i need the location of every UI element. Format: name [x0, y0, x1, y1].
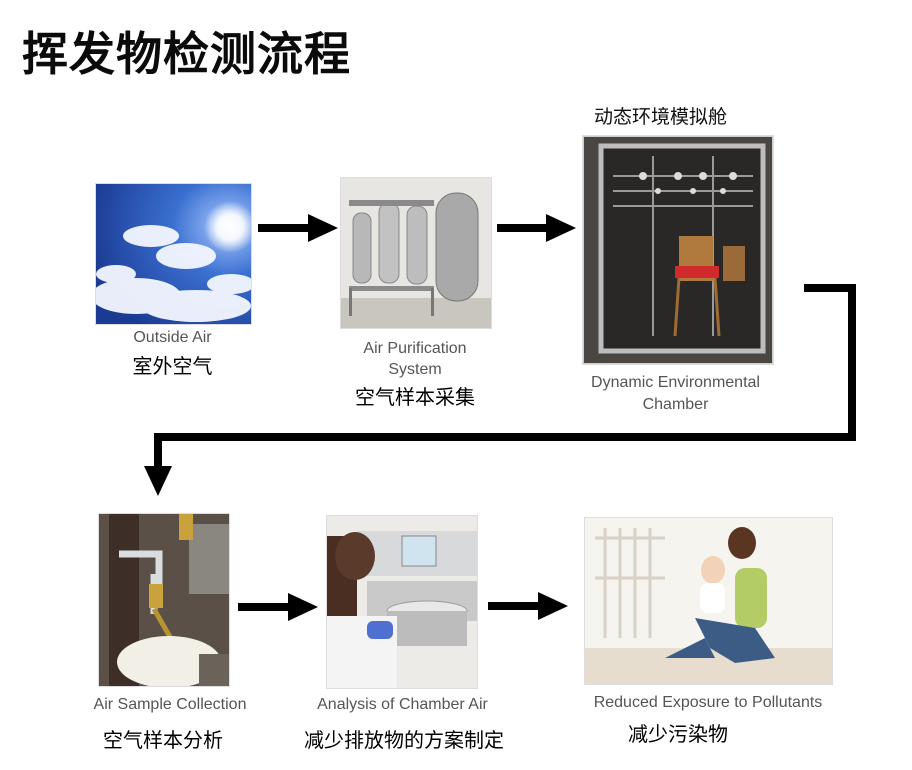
chamber-photo	[582, 135, 774, 365]
step-4-en-label: Air Sample Collection	[93, 696, 247, 713]
sun-icon	[204, 201, 251, 253]
arrow-right-icon	[258, 214, 338, 242]
arrow-right-icon	[488, 592, 568, 620]
step-6-zh-label: 减少污染物	[628, 722, 728, 746]
air-sample-collection-photo	[98, 513, 230, 687]
step-4-zh-label: 空气样本分析	[103, 728, 223, 752]
outside-air-photo	[95, 183, 252, 325]
page-title: 挥发物检测流程	[22, 27, 351, 81]
step-3-top-label: 动态环境模拟舱	[594, 106, 728, 128]
step-2-zh-label: 空气样本采集	[355, 385, 475, 409]
step-2-en-label-line1: Air Purification	[363, 340, 467, 357]
step-3-en-label-line2: Chamber	[642, 396, 709, 413]
analysis-photo	[326, 515, 478, 689]
arrow-down-icon	[144, 284, 856, 496]
arrow-right-icon	[238, 593, 318, 621]
step-5-zh-label: 减少排放物的方案制定	[304, 728, 504, 752]
step-1-zh-label: 室外空气	[132, 354, 213, 378]
arrow-right-icon	[497, 214, 576, 242]
air-purification-photo	[340, 177, 492, 329]
step-2-en-label-line2: System	[388, 361, 442, 378]
step-1-en-label: Outside Air	[133, 329, 212, 346]
step-3-en-label-line1: Dynamic Environmental	[591, 374, 760, 391]
step-6-en-label: Reduced Exposure to Pollutants	[593, 694, 823, 711]
reduced-exposure-photo	[584, 517, 833, 685]
step-5-en-label: Analysis of Chamber Air	[317, 696, 488, 713]
